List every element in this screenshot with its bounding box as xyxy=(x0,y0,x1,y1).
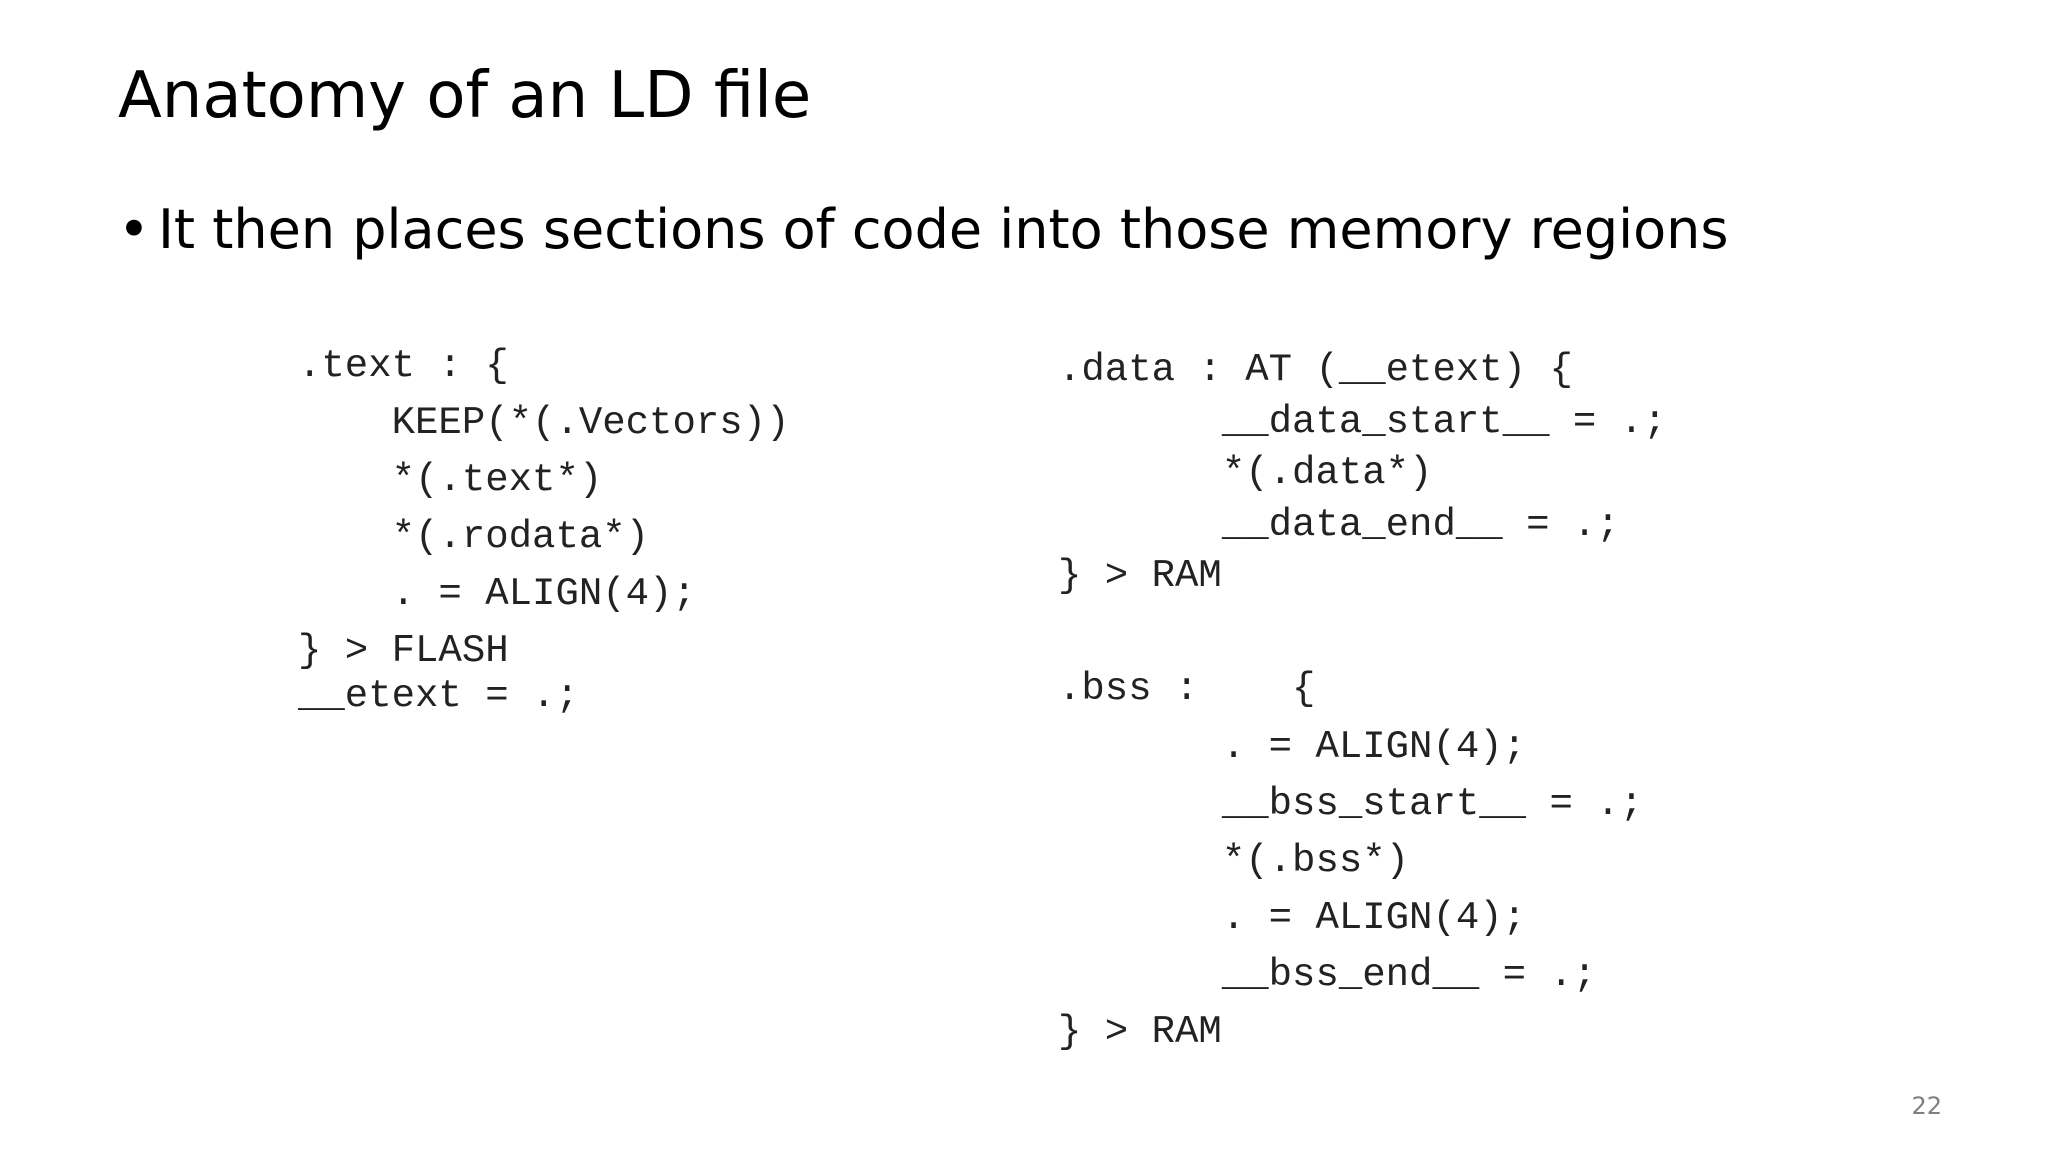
code-line: *(.data*) xyxy=(1058,451,1433,495)
code-block-text-section: .text : { KEEP(*(.Vectors)) *(.text*) *(… xyxy=(298,344,918,744)
code-line: KEEP(*(.Vectors)) xyxy=(298,401,790,445)
code-line: __etext = .; xyxy=(298,674,579,718)
code-line: . = ALIGN(4); xyxy=(1058,896,1527,940)
code-line: . = ALIGN(4); xyxy=(1058,725,1527,769)
code-line: __data_end__ = .; xyxy=(1058,503,1620,547)
bullet-point: •It then places sections of code into th… xyxy=(118,192,1729,268)
code-line: .text : { xyxy=(298,344,509,388)
code-line: } > RAM xyxy=(1058,554,1222,598)
code-line: . = ALIGN(4); xyxy=(298,572,696,616)
code-line: __bss_end__ = .; xyxy=(1058,953,1597,997)
code-line: } > FLASH xyxy=(298,629,509,673)
code-line: *(.text*) xyxy=(298,458,603,502)
code-line: __bss_start__ = .; xyxy=(1058,782,1644,826)
code-line: .bss : { xyxy=(1058,667,1316,711)
bullet-marker: • xyxy=(118,198,150,261)
code-line: __data_start__ = .; xyxy=(1058,400,1667,444)
code-block-data-bss-sections: .data : AT (__etext) { __data_start__ = … xyxy=(1058,348,1778,1068)
code-line: } > RAM xyxy=(1058,1010,1222,1054)
slide-title: Anatomy of an LD file xyxy=(118,59,812,133)
page-number: 22 xyxy=(1911,1092,1942,1120)
code-line: .data : AT (__etext) { xyxy=(1058,348,1573,392)
bullet-text: It then places sections of code into tho… xyxy=(158,198,1729,261)
code-line: *(.rodata*) xyxy=(298,515,650,559)
code-line: *(.bss*) xyxy=(1058,839,1410,883)
